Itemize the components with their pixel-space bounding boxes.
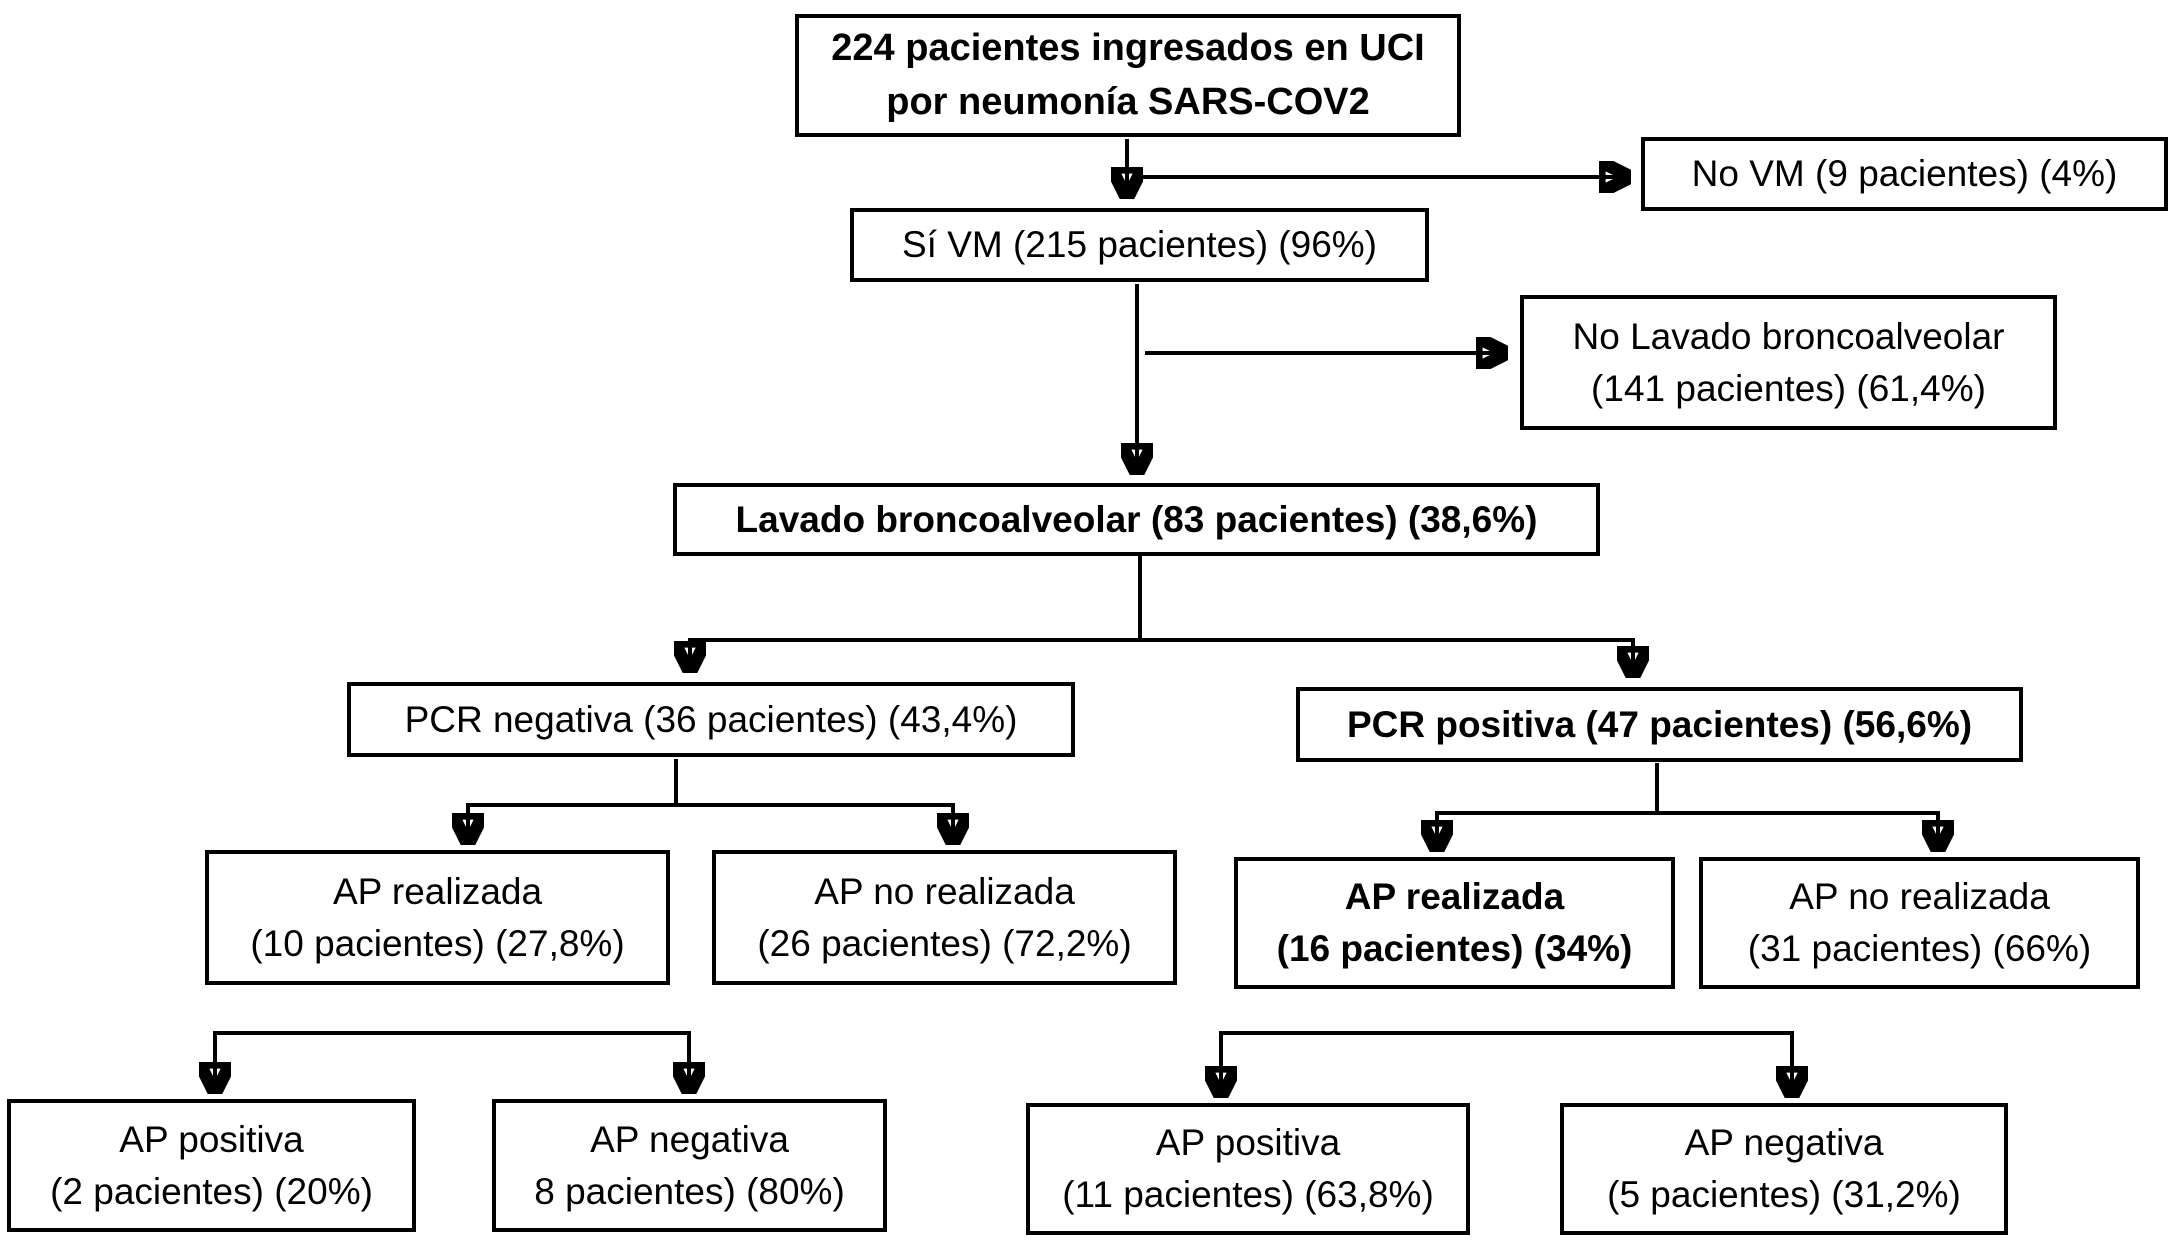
node-text-line: AP realizada bbox=[1344, 876, 1565, 918]
node-pcrpos-ap-no-realizada: AP no realizada (31 pacientes) (66%) bbox=[1699, 857, 2140, 989]
node-text-line: (26 pacientes) (72,2%) bbox=[757, 922, 1132, 964]
node-text-line: PCR negativa (36 pacientes) (43,4%) bbox=[404, 698, 1018, 740]
connector-pcrpos-to-ap-branch bbox=[1437, 811, 1938, 849]
node-text-line: Sí VM (215 pacientes) (96%) bbox=[901, 224, 1378, 266]
node-text-line: (11 pacientes) (63,8%) bbox=[1062, 1174, 1434, 1215]
node-pcr-negativa: PCR negativa (36 pacientes) (43,4%) bbox=[347, 682, 1075, 757]
node-text-line: AP negativa bbox=[590, 1118, 789, 1160]
node-pcrneg-ap-negativa: AP negativa 8 pacientes) (80%) bbox=[492, 1099, 887, 1232]
node-text-line: 224 pacientes ingresados en UCI bbox=[831, 27, 1425, 70]
node-text-line: (5 pacientes) (31,2%) bbox=[1607, 1174, 1961, 1215]
node-text-line: AP negativa bbox=[1684, 1122, 1884, 1164]
node-text-line: (141 pacientes) (61,4%) bbox=[1591, 367, 1986, 409]
node-text-line: No Lavado broncoalveolar bbox=[1572, 315, 2005, 357]
node-pcrpos-ap-positiva: AP positiva (11 pacientes) (63,8%) bbox=[1026, 1103, 1470, 1235]
node-icu-admissions: 224 pacientes ingresados en UCI por neum… bbox=[795, 14, 1461, 137]
node-text-line: AP positiva bbox=[119, 1118, 304, 1160]
node-text-line: AP positiva bbox=[1155, 1122, 1341, 1164]
node-lavado-broncoalveolar: Lavado broncoalveolar (83 pacientes) (38… bbox=[673, 483, 1600, 556]
connector-right-ap-result-branch bbox=[1221, 1031, 1792, 1095]
node-text-line: Lavado broncoalveolar (83 pacientes) (38… bbox=[735, 498, 1538, 540]
node-pcrpos-ap-negativa: AP negativa (5 pacientes) (31,2%) bbox=[1560, 1103, 2008, 1235]
node-pcrpos-ap-realizada: AP realizada (16 pacientes) (34%) bbox=[1234, 857, 1675, 989]
connector-left-ap-result-branch bbox=[215, 1031, 689, 1091]
node-no-vm: No VM (9 pacientes) (4%) bbox=[1641, 137, 2168, 211]
connector-bal-to-pcr-branch bbox=[690, 638, 1633, 675]
node-text-line: (16 pacientes) (34%) bbox=[1276, 928, 1633, 969]
node-text-line: AP no realizada bbox=[814, 870, 1075, 912]
node-text-line: No VM (9 pacientes) (4%) bbox=[1691, 153, 2118, 195]
node-si-vm: Sí VM (215 pacientes) (96%) bbox=[850, 208, 1429, 282]
node-text-line: AP realizada bbox=[332, 870, 543, 912]
node-text-line: (31 pacientes) (66%) bbox=[1747, 928, 2092, 969]
node-text-line: por neumonía SARS-COV2 bbox=[886, 80, 1370, 123]
node-text-line: (10 pacientes) (27,8%) bbox=[250, 922, 625, 964]
connector-pcrneg-to-ap-branch bbox=[468, 803, 953, 842]
node-pcrneg-ap-positiva: AP positiva (2 pacientes) (20%) bbox=[7, 1099, 416, 1232]
node-text-line: PCR positiva (47 pacientes) (56,6%) bbox=[1346, 703, 1973, 745]
node-pcr-positiva: PCR positiva (47 pacientes) (56,6%) bbox=[1296, 687, 2023, 762]
node-text-line: (2 pacientes) (20%) bbox=[50, 1170, 373, 1212]
node-text-line: 8 pacientes) (80%) bbox=[534, 1170, 845, 1212]
node-pcrneg-ap-realizada: AP realizada (10 pacientes) (27,8%) bbox=[205, 850, 670, 985]
node-no-lavado-broncoalveolar: No Lavado broncoalveolar (141 pacientes)… bbox=[1520, 295, 2057, 430]
node-pcrneg-ap-no-realizada: AP no realizada (26 pacientes) (72,2%) bbox=[712, 850, 1177, 985]
node-text-line: AP no realizada bbox=[1789, 876, 2050, 918]
